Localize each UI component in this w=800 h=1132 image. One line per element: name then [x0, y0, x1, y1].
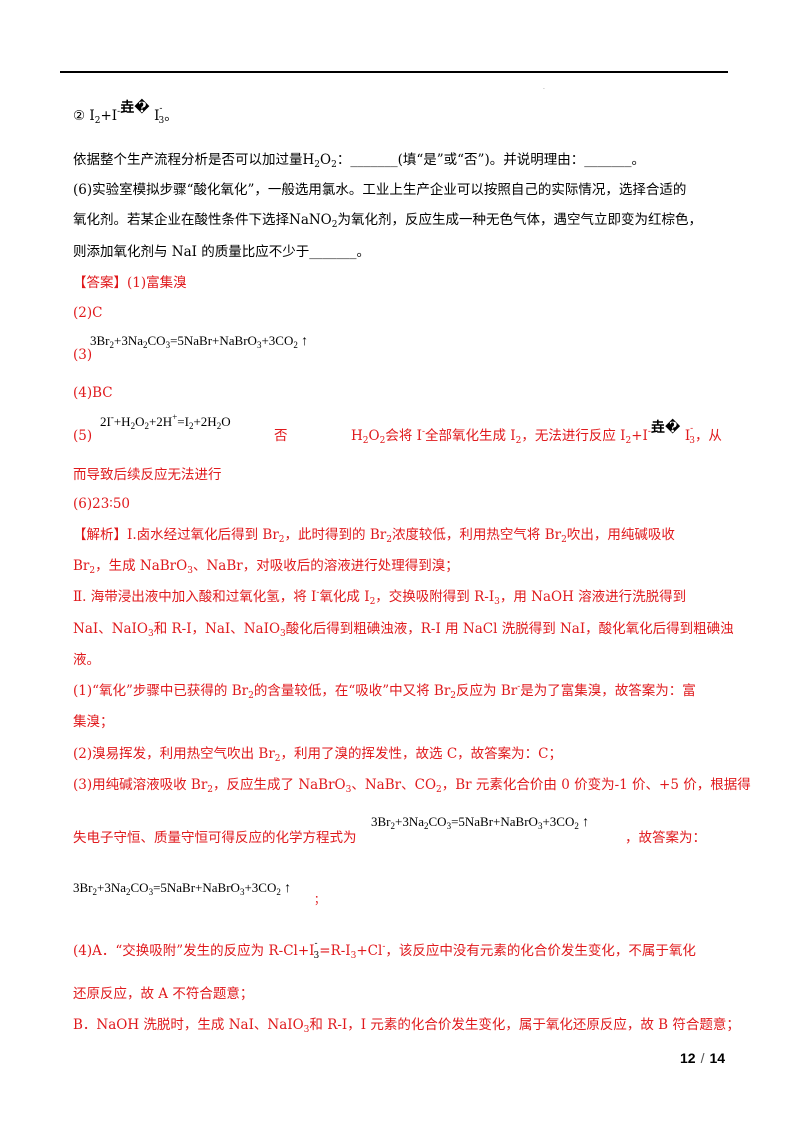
equilibrium-arrow-icon: 垚� [650, 420, 681, 436]
gas-arrow-icon: ↑ [582, 815, 590, 830]
question-6-line-1: (6)实验室模拟步骤“酸化氧化”，一般选用氯水。工业上生产企业可以按照自己的实际… [73, 182, 687, 198]
current-page: 12 [680, 1050, 696, 1066]
analysis-line-13: 还原反应，故 A 不符合题意； [73, 986, 254, 1002]
analysis-line-7: 集溴； [73, 714, 114, 730]
analysis-line-2: Br2，生成 NaBrO3、NaBr，对吸收后的溶液进行处理得到溴； [73, 558, 459, 576]
question-h2o2-line: 依据整个生产流程分析是否可以加过量H2O2：_______(填“是”或“否”)。… [73, 152, 645, 170]
gas-arrow-icon: ↑ [301, 334, 309, 349]
answer-1: 【答案】(1)富集溴 [73, 275, 187, 291]
analysis-line-11: 3Br2+3Na2CO3=5NaBr+NaBrO3+3CO2 ↑ ； [73, 880, 325, 906]
header-rule [60, 71, 728, 73]
equilibrium-arrow-icon: 垚� [120, 100, 150, 116]
answer-5-continued: 而导致后续反应无法进行 [73, 467, 222, 483]
equation-bromine-inline: 3Br2+3Na2CO3=5NaBr+NaBrO3+3CO2 ↑ [371, 814, 590, 831]
answer-2: (2)C [73, 305, 103, 321]
analysis-line-5: 液。 [73, 652, 100, 668]
total-pages: 14 [709, 1050, 726, 1066]
answer-tag: 【答案】 [73, 275, 127, 291]
page-number: 12/14 [680, 1050, 726, 1066]
answer-5: (5) 2I-+H2O2+2H+=I2+2H2O 否 H2O2会将 I-全部氧化… [73, 412, 722, 446]
analysis-line-12: (4)A．“交换吸附”发生的反应为 R-Cl+I-3=R-I3+Cl-，该反应中… [73, 939, 696, 961]
analysis-tag: 【解析】 [73, 527, 127, 543]
header-dot: · [543, 86, 545, 93]
answer-4: (4)BC [73, 385, 113, 401]
equation-iodide: 2I-+H2O2+2H+=I2+2H2O [100, 412, 231, 431]
analysis-line-14: B．NaOH 洗脱时，生成 NaI、NaIO3和 R-I，I 元素的化合价发生变… [73, 1017, 740, 1035]
reaction-line-2: ② I2+I-垚� I-3。 [73, 100, 178, 126]
analysis-line-8: (2)溴易挥发，利用热空气吹出 Br2，利用了溴的挥发性，故选 C，故答案为：C… [73, 746, 562, 764]
gas-arrow-icon: ↑ [284, 881, 292, 896]
equation-bromine: 3Br2+3Na2CO3=5NaBr+NaBrO3+3CO2 ↑ [90, 333, 309, 350]
answer-6: (6)23∶50 [73, 496, 130, 512]
analysis-line-1: 【解析】Ⅰ.卤水经过氧化后得到 Br2，此时得到的 Br2浓度较低，利用热空气将… [73, 527, 675, 545]
question-6-line-2: 氧化剂。若某企业在酸性条件下选择NaNO2为氧化剂，反应生成一种无色气体，遇空气… [73, 212, 702, 230]
analysis-line-10: 失电子守恒、质量守恒可得反应的化学方程式为 3Br2+3Na2CO3=5NaBr… [73, 814, 706, 846]
analysis-line-6: (1)“氧化”步骤中已获得的 Br2的含量较低，在“吸收”中又将 Br2反应为 … [73, 682, 696, 701]
question-6-line-3: 则添加氧化剂与 NaI 的质量比应不少于_______。 [73, 244, 371, 260]
answer-5-reason: H2O2会将 I-全部氧化生成 I2，无法进行反应 I2+I-垚� I-3，从 [351, 420, 722, 446]
analysis-line-9: (3)用纯碱溶液吸收 Br2，反应生成了 NaBrO3、NaBr、CO2，Br … [73, 777, 751, 795]
answer-3: (3) 3Br2+3Na2CO3=5NaBr+NaBrO3+3CO2 ↑ [73, 333, 309, 363]
analysis-line-3: Ⅱ. 海带浸出液中加入酸和过氧化氢，将 I-氧化成 I2，交换吸附得到 R-I3… [73, 588, 687, 607]
equation-bromine-answer: 3Br2+3Na2CO3=5NaBr+NaBrO3+3CO2 ↑ [73, 880, 292, 897]
analysis-line-4: NaI、NaIO3和 R-I，NaI、NaIO3酸化后得到粗碘浊液，R-I 用 … [73, 621, 734, 639]
